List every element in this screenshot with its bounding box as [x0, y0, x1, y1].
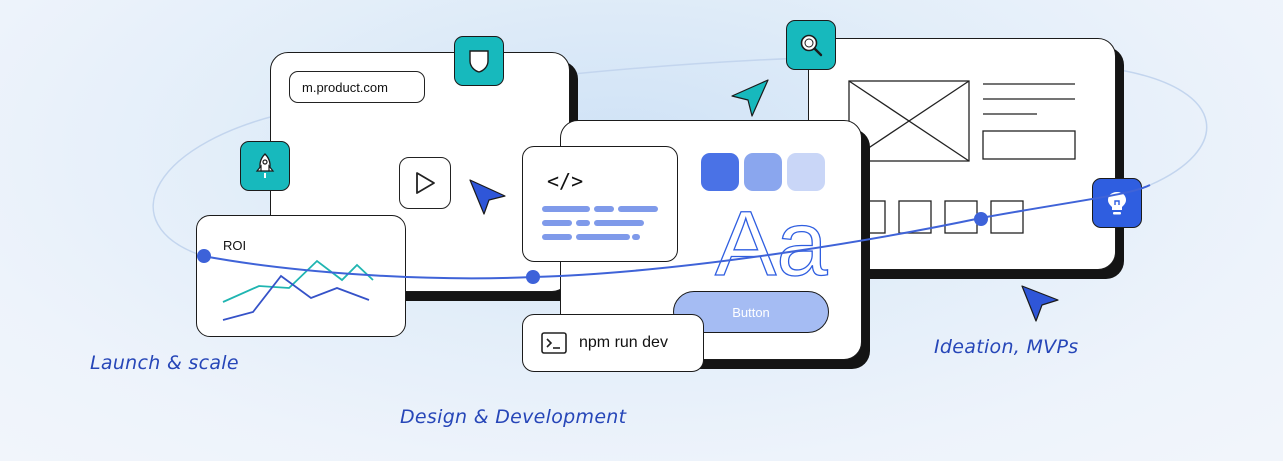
cursor-icon: [1021, 285, 1059, 322]
shield-tile[interactable]: [454, 36, 504, 86]
shield-icon: [469, 50, 489, 73]
rocket-tile[interactable]: [240, 141, 290, 191]
rocket-icon: [255, 153, 275, 178]
terminal-command: npm run dev: [579, 334, 668, 351]
search-icon: [800, 34, 823, 57]
swatch-3: [787, 153, 825, 191]
swatch-1: [701, 153, 739, 191]
type-sample-text: Aa: [715, 193, 828, 283]
play-button[interactable]: [399, 157, 451, 209]
search-tile[interactable]: [786, 20, 836, 70]
code-card: </>: [522, 146, 678, 262]
orbit-dot: [526, 270, 540, 284]
swatch-2: [744, 153, 782, 191]
wireframe-illustration: [848, 80, 1076, 234]
lightbulb-icon: [1108, 192, 1126, 215]
url-text: m.product.com: [302, 79, 388, 95]
lightbulb-tile[interactable]: [1092, 178, 1142, 228]
url-bar[interactable]: m.product.com: [289, 71, 425, 103]
orbit-dot: [974, 212, 988, 226]
cursor-icon: [469, 179, 506, 215]
orbit-dot: [197, 249, 211, 263]
roi-chart: [222, 259, 374, 321]
play-icon: [416, 172, 435, 194]
cursor-icon: [731, 79, 769, 117]
label-design: Design & Development: [400, 406, 627, 428]
label-launch: Launch & scale: [90, 352, 239, 374]
terminal-chip[interactable]: npm run dev: [522, 314, 704, 372]
code-lines: [542, 206, 658, 240]
terminal-icon: [541, 332, 567, 354]
sample-button-label: Button: [732, 304, 770, 320]
code-tag: </>: [547, 169, 584, 193]
roi-title: ROI: [223, 238, 247, 253]
type-sample: Aa: [714, 193, 829, 283]
label-ideation: Ideation, MVPs: [934, 336, 1079, 358]
